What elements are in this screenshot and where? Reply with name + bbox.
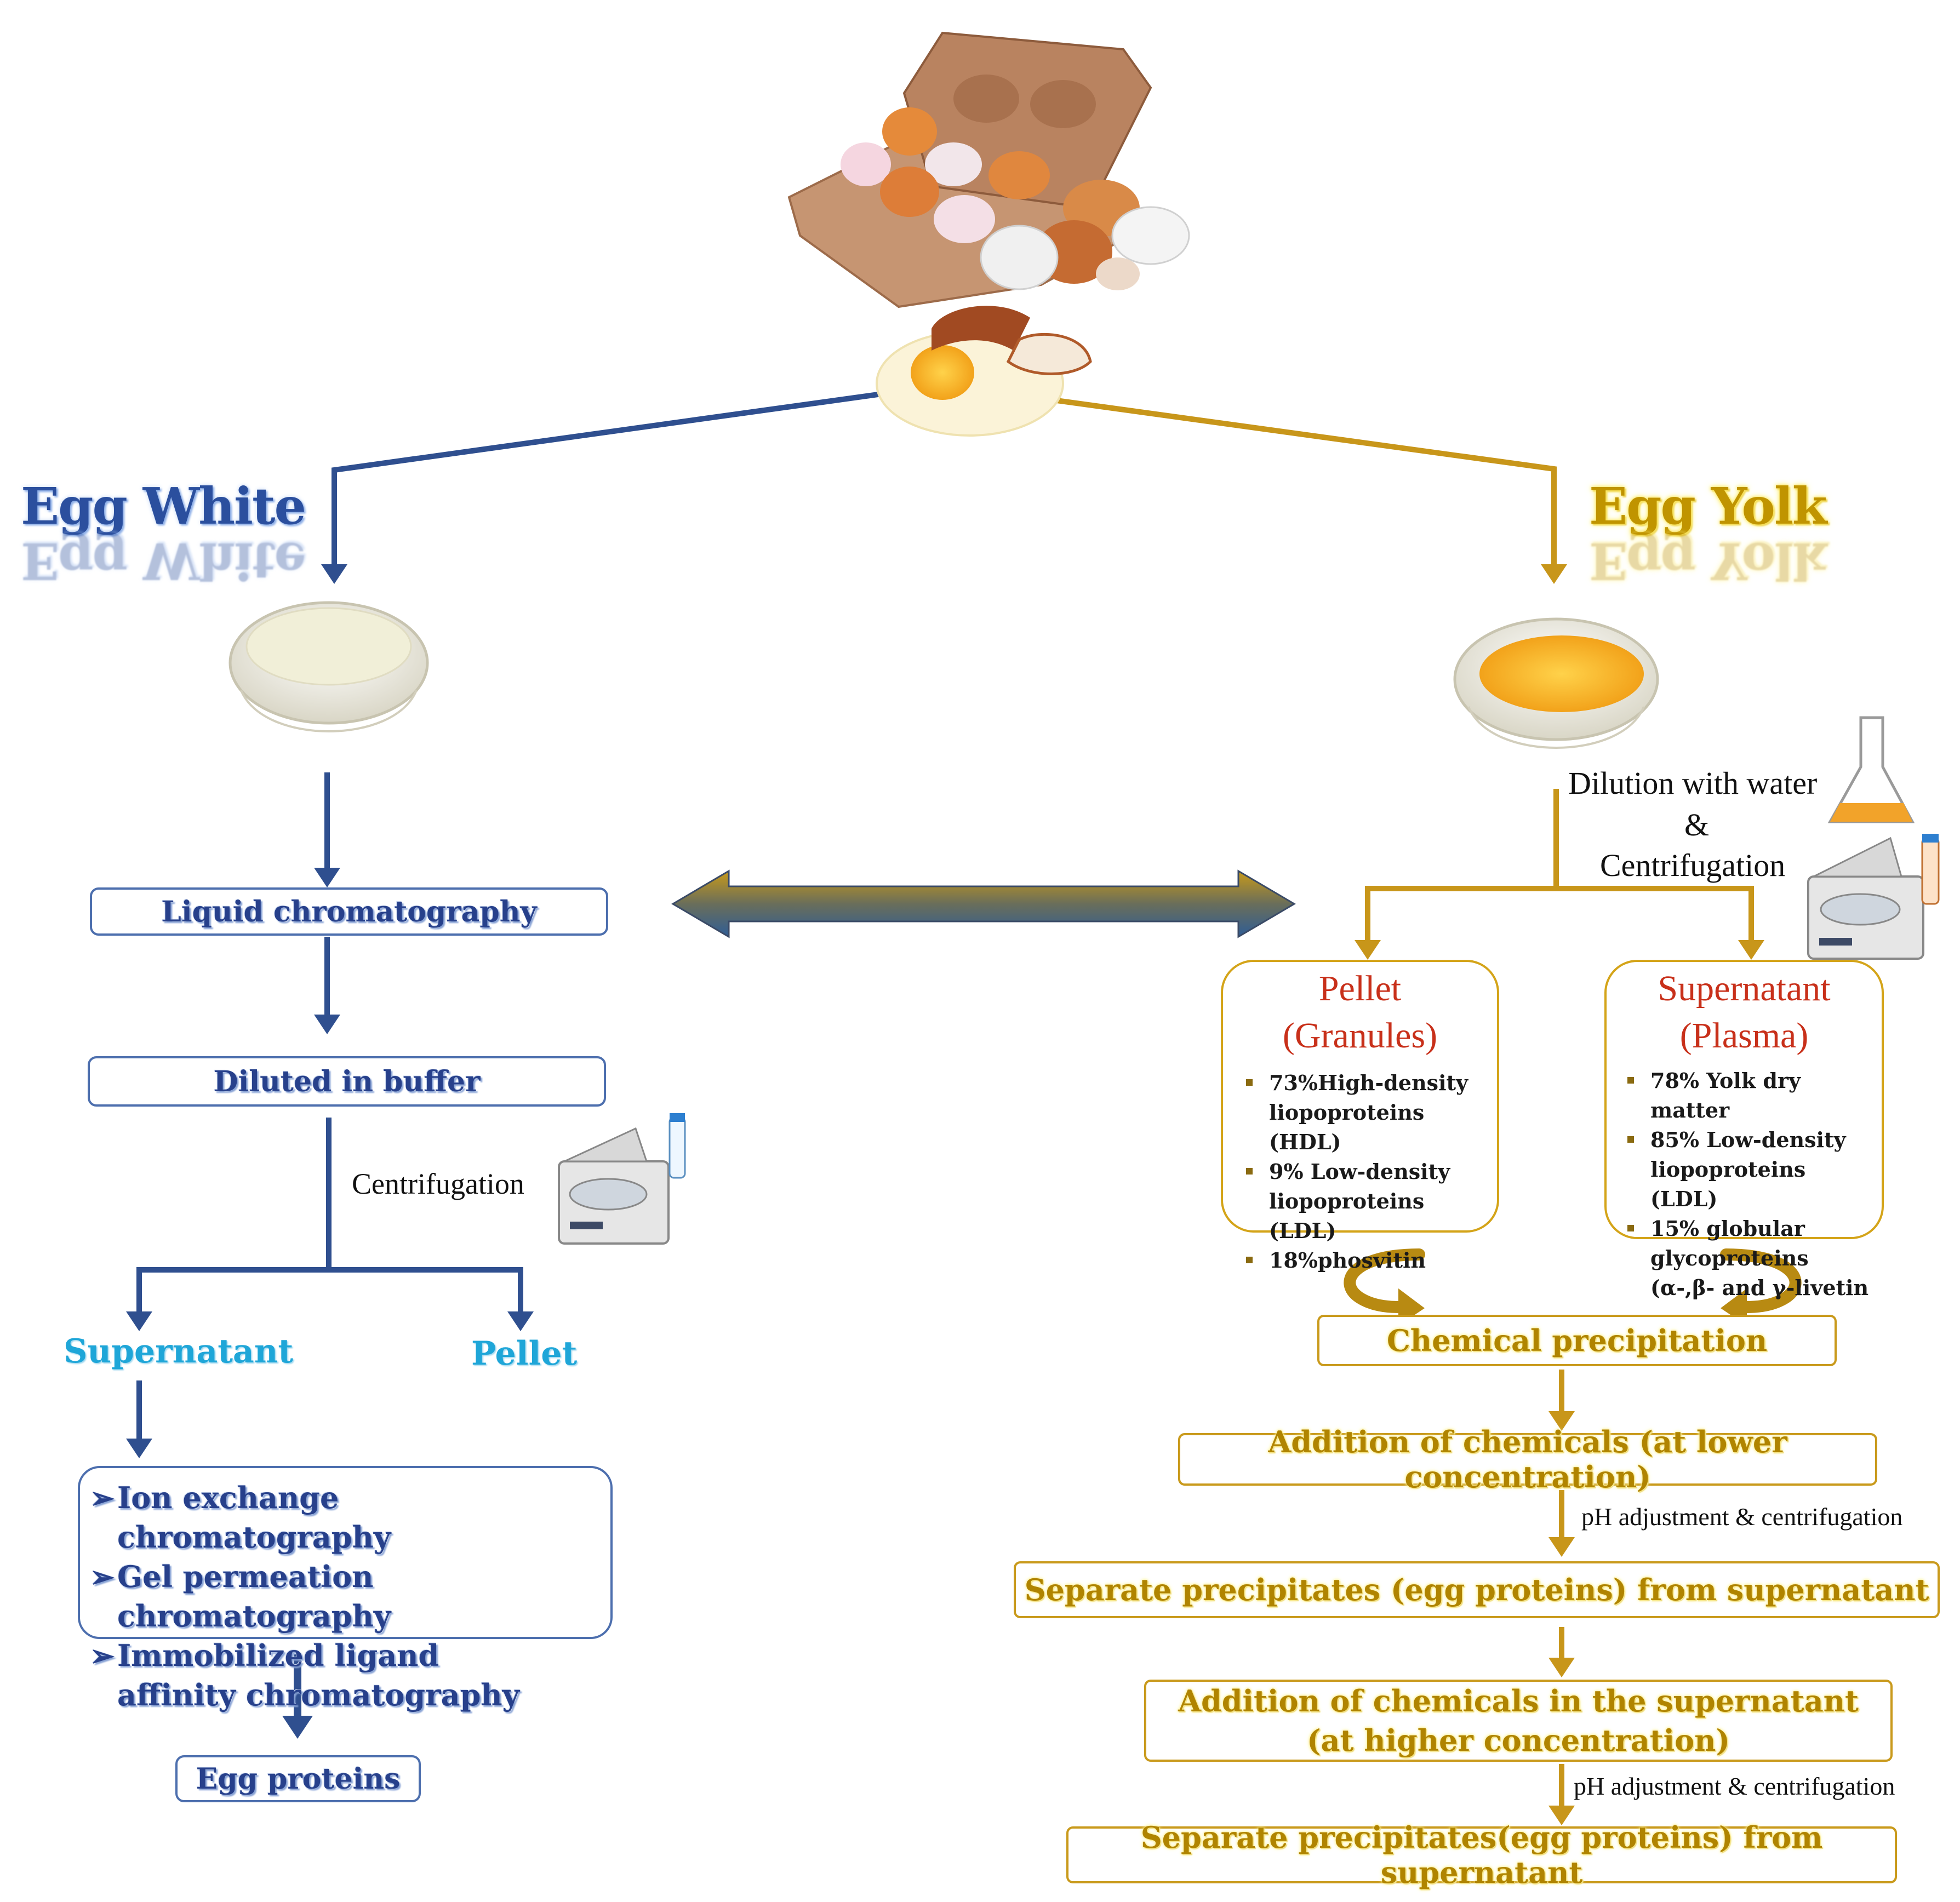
bowl-icon <box>228 601 429 732</box>
separate-box-1: Separate precipitates (egg proteins) fro… <box>1014 1561 1940 1618</box>
supernatant-title: Supernatant <box>1658 969 1831 1009</box>
pellet-granules-box: Pellet (Granules) 73%High-density liopop… <box>1221 960 1499 1273</box>
diluted-buffer-label: Diluted in buffer <box>213 1064 481 1098</box>
bowl-icon <box>1453 617 1659 749</box>
egg-proteins-label: Egg proteins <box>196 1762 401 1796</box>
chemical-precipitation-label: Chemical precipitation <box>1386 1323 1768 1358</box>
chevron-right-icon: ➢ <box>90 1559 115 1594</box>
egg-white-title-reflection: Egg White <box>21 531 305 591</box>
supernatant-plasma-box: Supernatant (Plasma) 78% Yolk dry matter… <box>1604 960 1884 1300</box>
flask-icon <box>1827 716 1915 823</box>
ph-adjust-label-1: pH adjustment & centrifugation <box>1581 1503 1903 1531</box>
centrifuge-icon <box>1807 837 1924 960</box>
pellet-item: 9% Low-density liopoproteins (LDL) <box>1236 1157 1484 1246</box>
egg-white-title: Egg White <box>21 477 306 536</box>
ph-adjust-label-2: pH adjustment & centrifugation <box>1574 1772 1895 1800</box>
loose-eggs-icon <box>980 180 1190 290</box>
add-lower-box: Addition of chemicals (at lower concentr… <box>1178 1424 1877 1494</box>
supernatant-item: 85% Low-density liopoproteins (LDL) <box>1618 1125 1871 1214</box>
white-pellet-label: Pellet <box>471 1334 578 1373</box>
pellet-title: Pellet <box>1318 969 1402 1009</box>
add-higher-box: Addition of chemicals in the supernatant… <box>1144 1680 1893 1762</box>
yolk-connectors <box>980 387 1764 1825</box>
yolk-centrifugation-label: Centrifugation <box>1600 847 1786 883</box>
chemical-precipitation-box: Chemical precipitation <box>1317 1315 1837 1366</box>
diluted-buffer-box: Diluted in buffer <box>88 1056 606 1107</box>
add-higher-label-line1: Addition of chemicals in the supernatant <box>1178 1683 1859 1718</box>
double-arrow-icon <box>671 869 1296 938</box>
egg-yolk-title-reflection: Egg Yolk <box>1589 531 1826 591</box>
white-supernatant-label: Supernatant <box>64 1332 294 1371</box>
tube-icon <box>1921 834 1940 905</box>
add-higher-label-line2: (at higher concentration) <box>1306 1723 1730 1758</box>
method-item: ➢Immobilized ligand affinity chromatogra… <box>85 1636 545 1715</box>
liquid-chromatography-box: Liquid chromatography <box>90 887 608 936</box>
chevron-right-icon: ➢ <box>90 1638 115 1673</box>
pellet-subtitle: (Granules) <box>1282 1016 1438 1056</box>
egg-proteins-box: Egg proteins <box>175 1755 421 1802</box>
method-item: ➢Ion exchange chromatography <box>85 1478 605 1557</box>
separate-label-1: Separate precipitates (egg proteins) fro… <box>1024 1572 1929 1607</box>
tube-icon <box>668 1113 686 1179</box>
add-lower-label: Addition of chemicals (at lower concentr… <box>1268 1424 1787 1494</box>
curved-arrow-icon <box>1344 1248 1802 1314</box>
dilution-label: Dilution with water <box>1568 765 1818 801</box>
separate-label-2: Separate precipitates(egg proteins) from… <box>1140 1820 1823 1890</box>
separate-box-2: Separate precipitates(egg proteins) from… <box>1066 1820 1897 1890</box>
chromatography-methods-box: ➢Ion exchange chromatography ➢Gel permea… <box>78 1466 613 1712</box>
cracked-egg-icon <box>876 306 1092 437</box>
liquid-chromatography-label: Liquid chromatography <box>161 895 537 929</box>
egg-carton-icon <box>787 31 1152 308</box>
centrifuge-icon <box>558 1127 670 1245</box>
ampersand-label: & <box>1684 807 1710 843</box>
egg-yolk-title: Egg Yolk <box>1589 477 1827 536</box>
chevron-right-icon: ➢ <box>90 1480 115 1515</box>
supernatant-subtitle: (Plasma) <box>1679 1016 1809 1056</box>
white-centrifugation-label: Centrifugation <box>352 1167 524 1200</box>
supernatant-item: 15% globular glycoproteins (α-,β- and γ-… <box>1618 1214 1871 1303</box>
method-item: ➢Gel permeation chromatography <box>85 1557 605 1636</box>
pellet-item: 18%phosvitin <box>1236 1246 1484 1275</box>
pellet-item: 73%High-density liopoproteins (HDL) <box>1236 1068 1484 1157</box>
supernatant-item: 78% Yolk dry matter <box>1618 1066 1871 1125</box>
white-connectors <box>126 387 910 1739</box>
